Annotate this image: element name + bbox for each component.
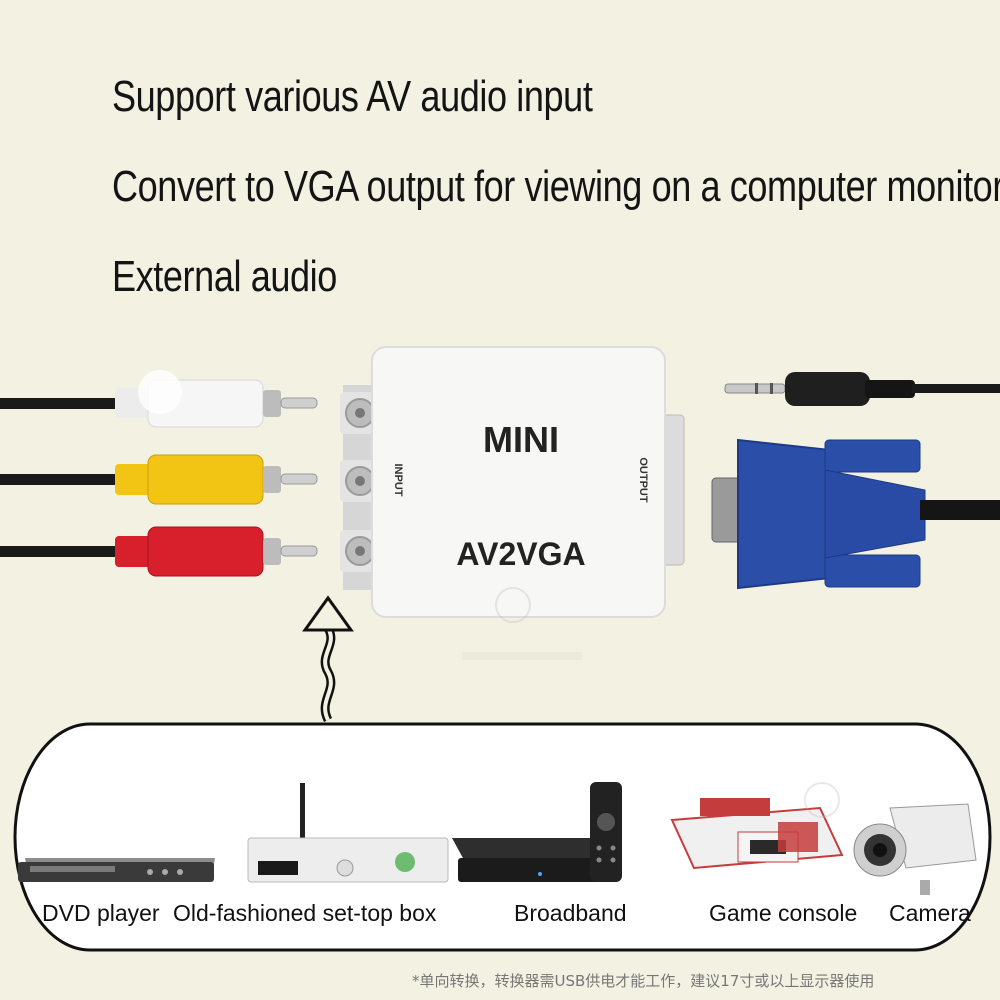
footnote: *单向转换，转换器需USB供电才能工作，建议17寸或以上显示器使用	[412, 972, 875, 990]
device-label-set-top-box: Old-fashioned set-top box	[173, 900, 437, 926]
device-label-dvd-player: DVD player	[42, 900, 160, 926]
av2vga-converter: MINI AV2VGA INPUT OUTPUT	[340, 346, 685, 618]
wavy-arrow-icon	[302, 595, 354, 723]
red-rca-plug	[0, 526, 318, 577]
audio-jack-plug	[724, 372, 1000, 406]
broadband-box-icon	[452, 782, 622, 882]
converter-model: AV2VGA	[456, 536, 585, 572]
yellow-rca-plug	[0, 454, 318, 505]
device-label-game-console: Game console	[709, 900, 858, 926]
devices-panel	[13, 722, 992, 952]
headline-line-1: Support various AV audio input	[112, 72, 593, 121]
input-label: INPUT	[392, 464, 404, 497]
camera-icon	[853, 803, 977, 895]
converter-title: MINI	[483, 419, 559, 460]
device-label-broadband: Broadband	[514, 900, 627, 926]
headline-line-2: Convert to VGA output for viewing on a c…	[112, 162, 1000, 211]
output-label: OUTPUT	[637, 457, 649, 503]
game-console-icon	[670, 798, 844, 870]
vga-plug	[711, 438, 1000, 590]
device-label-camera: Camera	[889, 900, 971, 926]
watermark-icon	[462, 587, 840, 818]
white-rca-plug	[0, 370, 318, 428]
dvd-player-icon	[18, 858, 215, 882]
headline-line-3: External audio	[112, 252, 337, 301]
rca-cables	[0, 370, 318, 577]
set-top-box-icon	[247, 783, 449, 883]
